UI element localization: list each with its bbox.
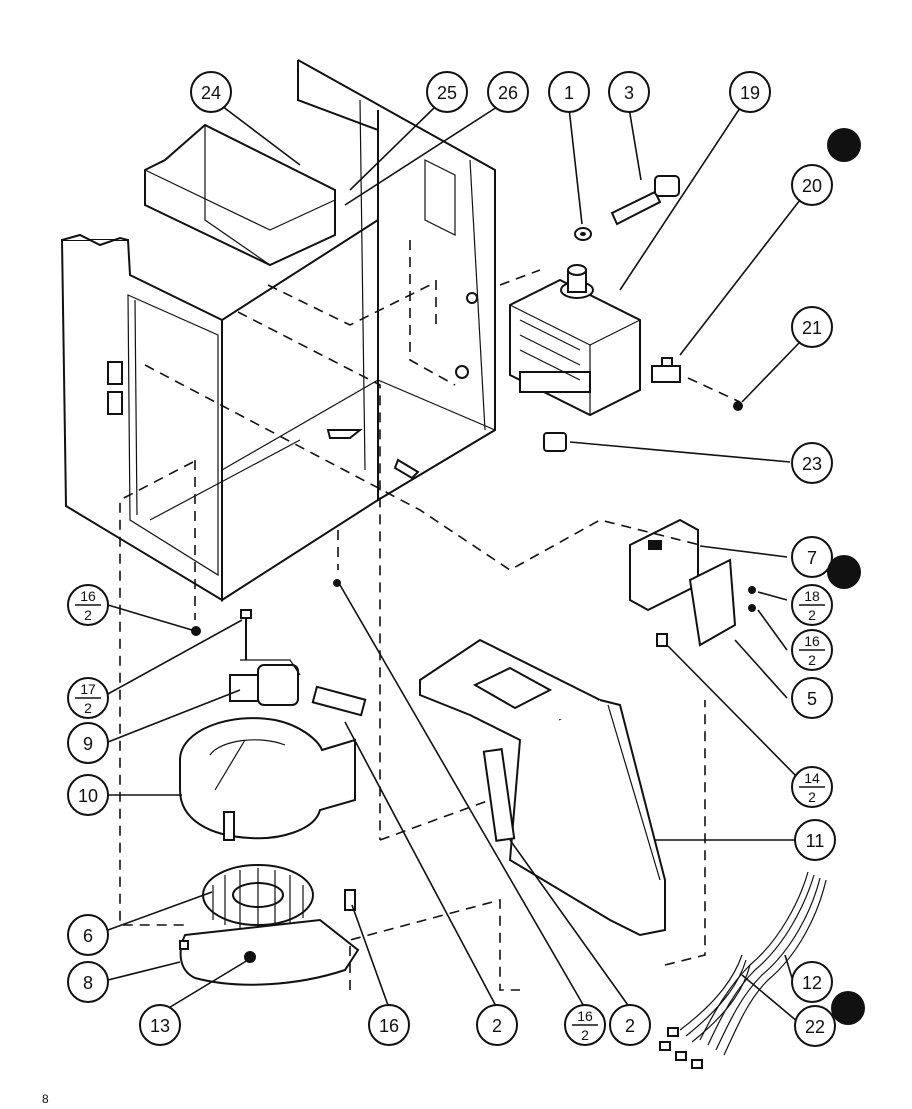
screw-21 <box>733 401 743 411</box>
callout-c2b: 2 <box>609 1004 651 1046</box>
callout-label: 3 <box>624 83 634 103</box>
callout-c26: 26 <box>487 71 529 113</box>
callout-c1: 1 <box>548 71 590 113</box>
callout-c21: 21 <box>791 306 833 348</box>
callout-label: 6 <box>83 926 93 946</box>
callout-c6: 6 <box>67 914 109 956</box>
leader-lines <box>105 105 803 1023</box>
callout-c10: 10 <box>67 774 109 816</box>
fraction-callout-f17_2: 172 <box>67 677 109 719</box>
magnetron <box>509 264 641 417</box>
callout-c20: 20 <box>791 164 833 206</box>
fraction-callout-f16_2_right: 162 <box>791 629 833 671</box>
chassis-assembly <box>60 59 496 602</box>
callout-label: 20 <box>802 176 822 196</box>
bracket-rail <box>311 685 367 717</box>
callout-c13: 13 <box>139 1004 181 1046</box>
callout-c11: 11 <box>794 819 836 861</box>
callout-label: 25 <box>437 83 457 103</box>
callout-label: 19 <box>740 83 760 103</box>
callout-label: 22 <box>805 1017 825 1037</box>
callout-c2a: 2 <box>476 1004 518 1046</box>
wire-harness <box>659 871 827 1069</box>
fraction-denominator: 2 <box>581 1027 589 1043</box>
callout-label: 13 <box>150 1016 170 1036</box>
callout-c9: 9 <box>67 722 109 764</box>
fraction-denominator: 2 <box>808 607 816 623</box>
fraction-numerator: 16 <box>804 633 820 649</box>
registration-dot <box>831 991 865 1025</box>
registration-dot <box>827 555 861 589</box>
callout-c3: 3 <box>608 71 650 113</box>
fraction-callout-f18_2: 182 <box>791 584 833 626</box>
callout-label: 21 <box>802 318 822 338</box>
callout-label: 8 <box>83 973 93 993</box>
fraction-numerator: 16 <box>577 1008 593 1024</box>
fraction-denominator: 2 <box>84 700 92 716</box>
fraction-callout-f16_2_bottom: 162 <box>564 1004 606 1046</box>
callout-label: 26 <box>498 83 518 103</box>
fan-blade <box>202 864 314 930</box>
air-guide <box>419 638 666 937</box>
magnetron-gasket <box>574 227 592 241</box>
fraction-callout-f16_2_left: 162 <box>67 584 109 626</box>
thermostat <box>651 357 681 383</box>
callout-label: 11 <box>806 831 825 851</box>
fraction-denominator: 2 <box>84 607 92 623</box>
fraction-numerator: 17 <box>80 681 96 697</box>
callout-label: 5 <box>807 689 817 709</box>
fan-base-plate <box>179 918 360 986</box>
callout-label: 7 <box>807 548 817 568</box>
registration-dot <box>827 128 861 162</box>
callout-c24: 24 <box>190 71 232 113</box>
callout-label: 12 <box>802 973 822 993</box>
callout-label: 1 <box>564 83 574 103</box>
callout-c12: 12 <box>791 961 833 1003</box>
callout-c7: 7 <box>791 536 833 578</box>
callout-c23: 23 <box>791 442 833 484</box>
page-number: 8 <box>42 1092 49 1106</box>
part-23 <box>543 432 567 452</box>
fraction-denominator: 2 <box>808 652 816 668</box>
assembly-lines <box>119 240 741 991</box>
callout-label: 23 <box>802 454 822 474</box>
fraction-callout-f14_2: 142 <box>791 766 833 808</box>
fraction-numerator: 18 <box>804 588 820 604</box>
callout-c5: 5 <box>791 677 833 719</box>
fan-motor <box>229 609 301 706</box>
control-board <box>629 518 756 647</box>
callout-label: 2 <box>625 1016 635 1036</box>
callout-label: 2 <box>492 1016 502 1036</box>
callout-c25: 25 <box>426 71 468 113</box>
callout-c8: 8 <box>67 961 109 1003</box>
callout-c16: 16 <box>368 1004 410 1046</box>
fraction-denominator: 2 <box>808 789 816 805</box>
thermal-cutout-wire <box>610 175 680 226</box>
callout-label: 10 <box>78 786 98 806</box>
fraction-numerator: 14 <box>804 770 820 786</box>
callout-label: 16 <box>379 1016 399 1036</box>
callout-c22: 22 <box>794 1005 836 1047</box>
callout-label: 9 <box>83 734 93 754</box>
callout-label: 24 <box>201 83 221 103</box>
fan-housing <box>179 717 356 841</box>
screws <box>191 579 356 911</box>
callout-c19: 19 <box>729 71 771 113</box>
fraction-numerator: 16 <box>80 588 96 604</box>
